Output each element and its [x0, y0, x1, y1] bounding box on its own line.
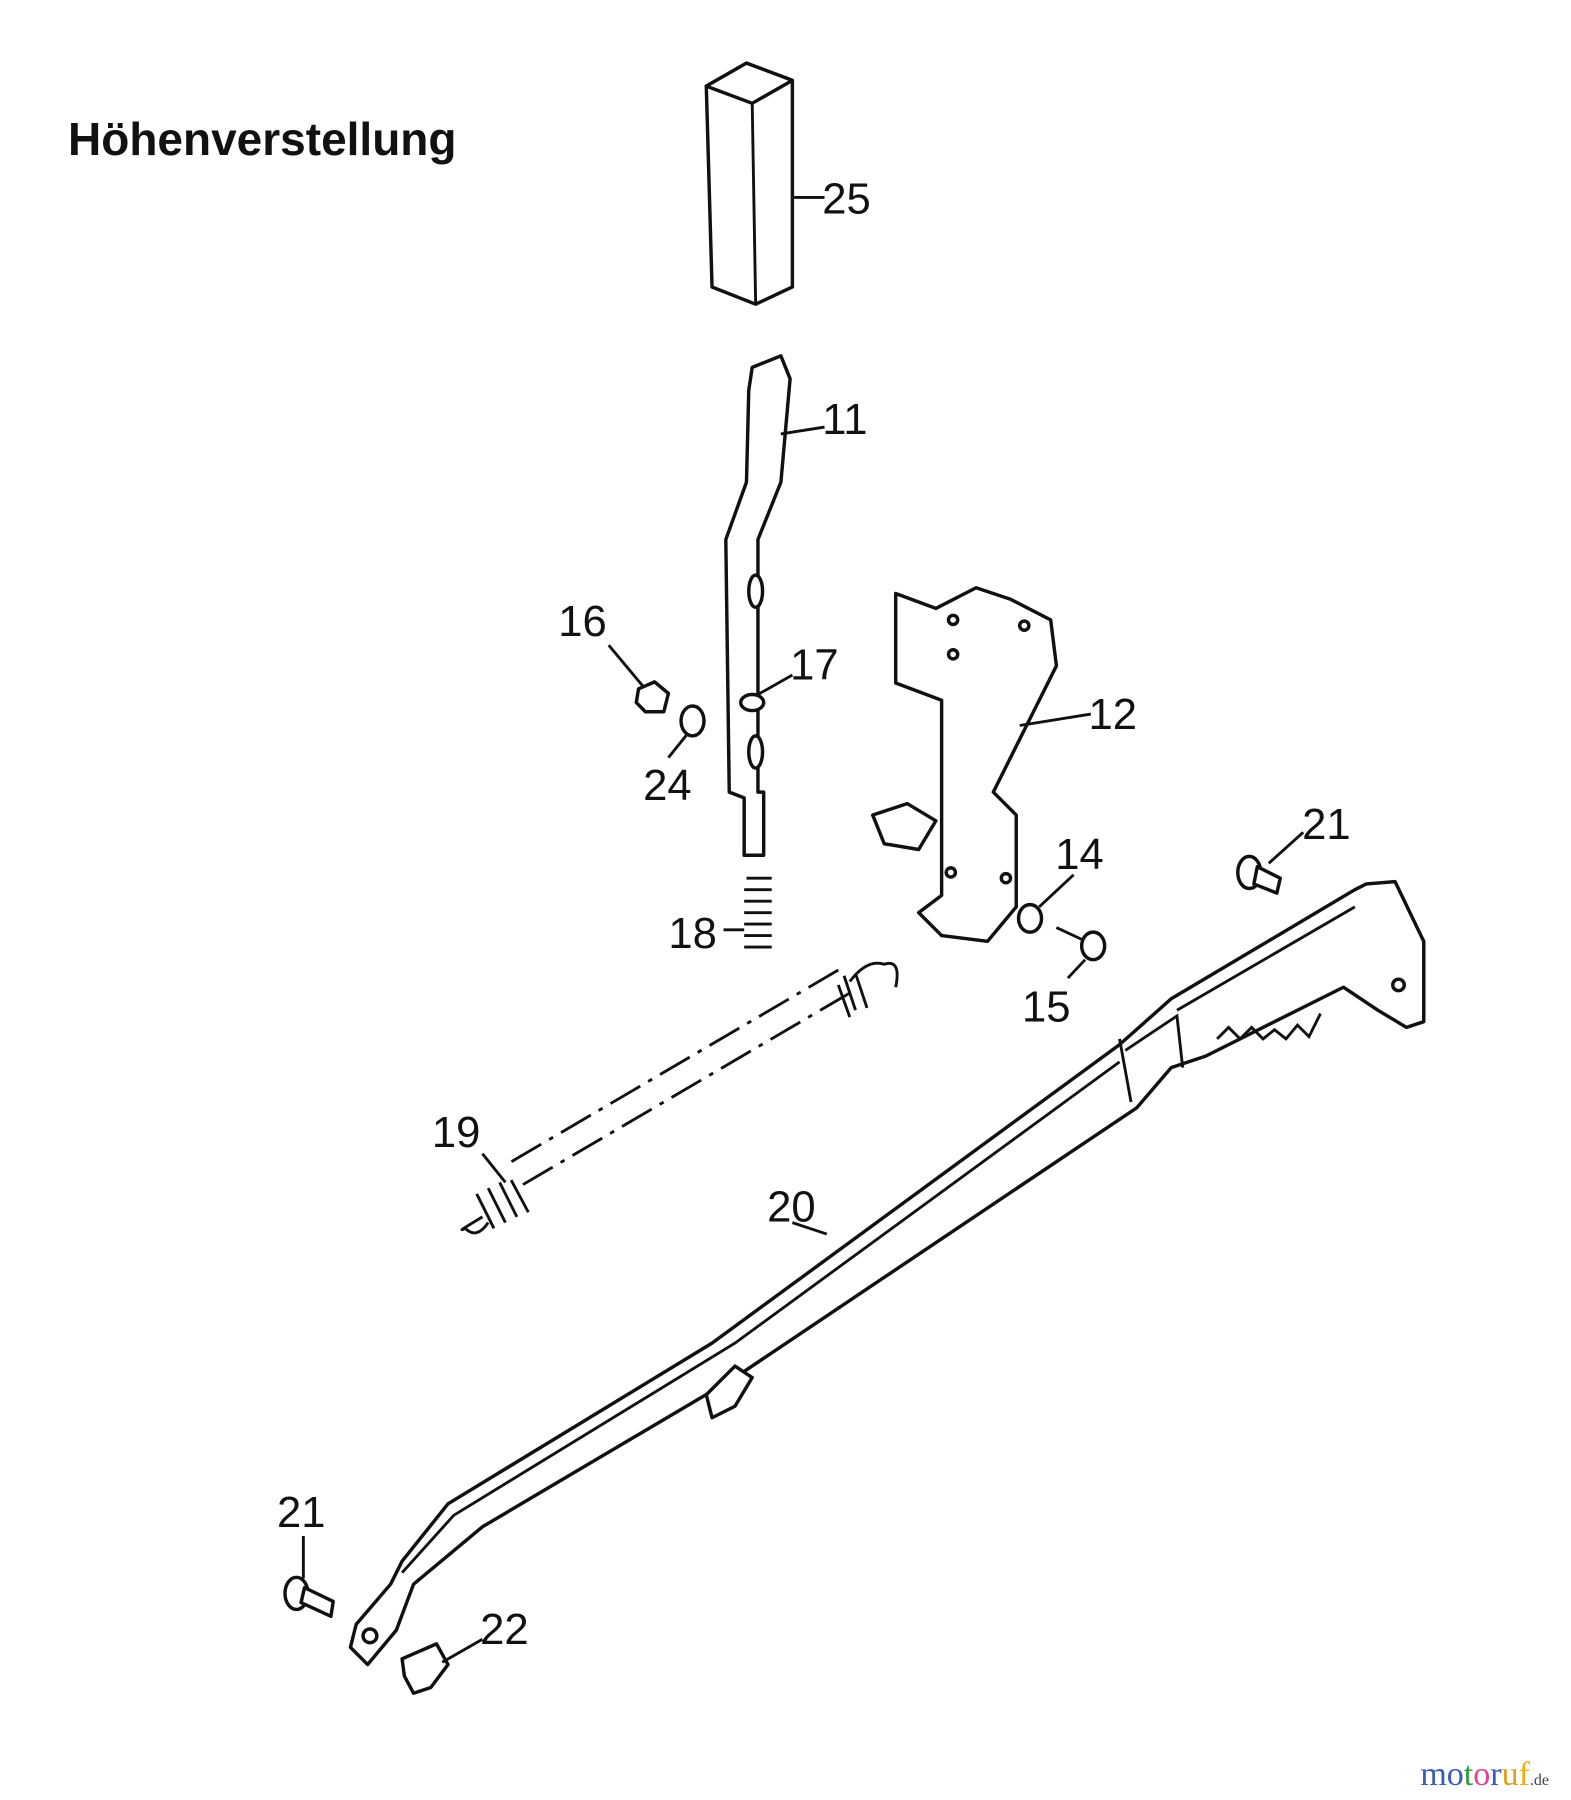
part-22-clip [400, 1638, 484, 1695]
label-part-17: 17 [790, 642, 839, 690]
label-part-24: 24 [643, 762, 692, 810]
part-20-height-adjust-bar [348, 879, 1426, 1667]
part-12-bracket [871, 586, 1092, 944]
label-part-21-top: 21 [1302, 801, 1351, 849]
part-16-nut [607, 644, 671, 714]
part-25-handle-grip [704, 61, 825, 306]
diagram-title: Höhenverstellung [68, 113, 457, 165]
label-part-16: 16 [558, 598, 607, 646]
label-part-22: 22 [480, 1606, 529, 1654]
label-part-18: 18 [668, 910, 717, 958]
part-19-tension-spring [460, 961, 899, 1235]
part-21-bolt-bottom [283, 1535, 335, 1619]
part-15-screw [1055, 926, 1107, 980]
part-21-bolt-top [1236, 831, 1305, 895]
part-14-washer [1016, 873, 1075, 934]
label-part-15: 15 [1022, 984, 1071, 1032]
label-part-11: 11 [822, 396, 867, 444]
part-24-washer [667, 704, 706, 759]
part-11-lever [724, 354, 825, 857]
label-part-19: 19 [432, 1109, 481, 1157]
part-17-bolt [739, 673, 794, 713]
motoruf-logo: motoruf.de [1420, 1756, 1549, 1793]
label-part-14: 14 [1055, 831, 1104, 879]
label-part-21-bottom: 21 [277, 1489, 326, 1537]
label-part-20: 20 [767, 1183, 816, 1231]
label-part-25: 25 [822, 176, 871, 224]
label-part-12: 12 [1089, 691, 1138, 739]
part-18-spring [723, 876, 772, 949]
